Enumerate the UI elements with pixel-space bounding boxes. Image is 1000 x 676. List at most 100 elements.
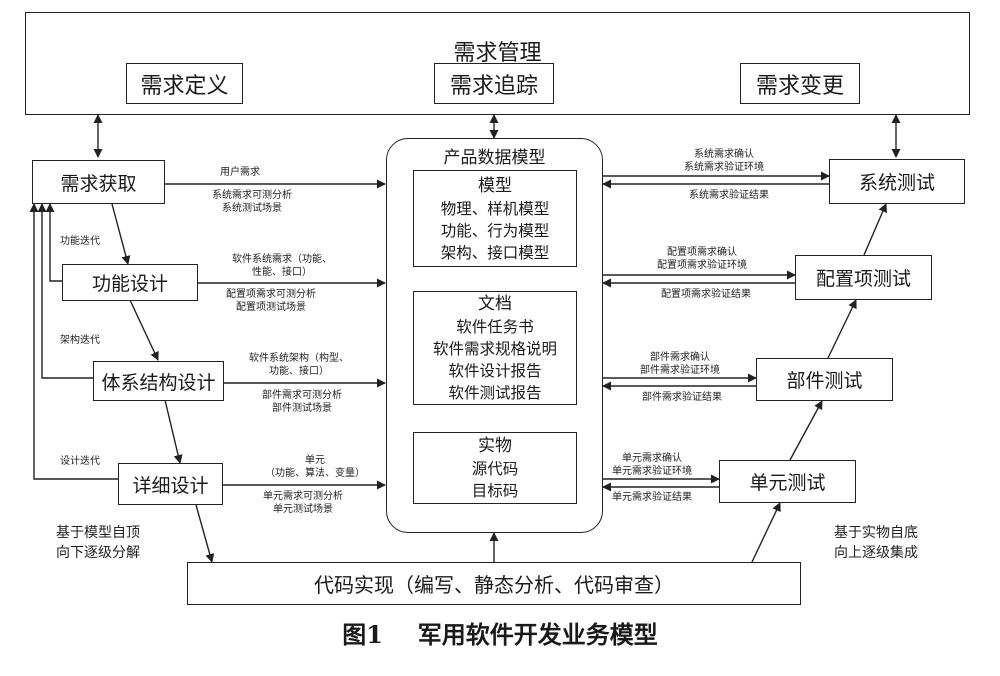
arrow-detail-code	[195, 504, 215, 563]
detail-design-label: 详细设计	[132, 474, 209, 497]
user-req-label: 用户需求	[220, 167, 260, 178]
sys-result-label: 系统需求验证结果	[689, 190, 769, 201]
model-line: 物理、样机模型	[440, 199, 550, 218]
figure-title: 军用软件开发业务模型	[417, 620, 658, 649]
part-req-analysis-label: 部件需求可测分析 部件测试场景	[262, 389, 342, 415]
docs-line: 软件需求规格说明	[432, 340, 557, 358]
func-iteration-label: 功能迭代	[60, 236, 100, 247]
req-management-title: 需求管理	[453, 41, 542, 66]
code-implementation-box: 代码实现（编写、静态分析、代码审查）	[187, 562, 801, 605]
sys-test-box: 系统测试	[829, 159, 965, 204]
cfg-confirm-line1: 配置项需求确认	[667, 247, 737, 258]
sw-sys-req-label: 软件系统需求（功能、 性能、接口）	[232, 253, 332, 279]
docs-box: 文档 软件任务书 软件需求规格说明 软件设计报告 软件测试报告	[413, 291, 577, 405]
arrow-func-arch	[129, 299, 159, 361]
sw-sys-req-line2: 性能、接口）	[252, 267, 312, 278]
right-note: 基于实物自底 向上逐级集成	[834, 523, 918, 563]
entity-box: 实物 源代码 目标码	[413, 432, 577, 504]
part-confirm-line2: 部件需求验证环境	[640, 365, 720, 376]
unit-confirm-line1: 单元需求确认	[622, 453, 682, 464]
req-tracking-box: 需求追踪	[434, 63, 554, 104]
func-design-label: 功能设计	[91, 273, 168, 295]
req-acquire-label: 需求获取	[60, 172, 137, 195]
unit-line2: （功能、算法、变量）	[265, 468, 365, 479]
docs-line: 软件任务书	[456, 318, 534, 336]
part-result-label: 部件需求验证结果	[642, 392, 722, 403]
sys-confirm-label: 系统需求确认 系统需求验证环境	[684, 148, 764, 174]
cfg-result-label: 配置项需求验证结果	[661, 289, 751, 300]
code-implementation-label: 代码实现（编写、静态分析、代码审查）	[314, 573, 674, 597]
unit-req-analysis-line1: 单元需求可测分析	[263, 491, 343, 502]
product-data-model-title: 产品数据模型	[443, 148, 546, 168]
left-note-line2: 向下逐级分解	[56, 545, 140, 561]
model-line: 架构、接口模型	[440, 243, 550, 262]
part-confirm-line1: 部件需求确认	[650, 352, 710, 363]
sys-confirm-line2: 系统需求验证环境	[684, 162, 764, 173]
model-box: 模型 物理、样机模型 功能、行为模型 架构、接口模型	[413, 170, 577, 267]
part-req-analysis-line2: 部件测试场景	[272, 403, 332, 414]
docs-title: 文档	[478, 294, 512, 314]
loop-design-iteration	[29, 203, 118, 480]
unit-line1: 单元	[305, 455, 325, 466]
cfg-req-analysis-label: 配置项需求可测分析 配置项测试场景	[226, 288, 316, 314]
arch-design-label: 体系结构设计	[101, 371, 216, 394]
arch-design-box: 体系结构设计	[93, 361, 224, 401]
req-definition-label: 需求定义	[140, 73, 229, 99]
right-note-line1: 基于实物自底	[834, 525, 918, 541]
sys-test-label: 系统测试	[858, 172, 935, 194]
unit-test-label: 单元测试	[749, 472, 826, 494]
unit-req-analysis-line2: 单元测试场景	[273, 504, 333, 515]
arch-iteration-label: 架构迭代	[60, 335, 100, 346]
cfg-req-analysis-line2: 配置项测试场景	[236, 302, 306, 313]
arrow-acquire-func	[111, 203, 131, 265]
unit-result-label: 单元需求验证结果	[612, 492, 692, 503]
loop-arch-iteration	[37, 203, 93, 379]
req-change-label: 需求变更	[755, 73, 844, 99]
design-iteration-label: 设计迭代	[60, 456, 100, 467]
right-note-line2: 向上逐级集成	[834, 545, 918, 561]
req-change-box: 需求变更	[740, 63, 860, 104]
sys-confirm-line1: 系统需求确认	[694, 149, 754, 160]
req-acquire-box: 需求获取	[32, 160, 165, 204]
arrow-cfgtest-systest	[863, 203, 887, 256]
part-test-box: 部件测试	[756, 358, 893, 401]
model-title: 模型	[478, 175, 512, 196]
unit-label: 单元 （功能、算法、变量）	[265, 454, 365, 480]
arrow-arch-detail	[164, 399, 183, 464]
sw-arch-label: 软件系统架构（构型、 功能、接口）	[249, 352, 349, 378]
unit-req-analysis-label: 单元需求可测分析 单元测试场景	[263, 490, 343, 516]
arrow-parttest-cfgtest	[827, 299, 857, 359]
sys-req-analysis-label: 系统需求可测分析 系统测试场景	[212, 189, 292, 215]
arrow-code-unittest	[751, 502, 781, 563]
unit-confirm-label: 单元需求确认 单元需求验证环境	[612, 452, 692, 478]
entity-line: 源代码	[471, 460, 519, 478]
sw-sys-req-line1: 软件系统需求（功能、	[232, 254, 332, 265]
func-design-box: 功能设计	[62, 264, 198, 301]
sw-arch-line2: 功能、接口）	[269, 366, 329, 377]
cfg-test-label: 配置项测试	[815, 268, 911, 290]
entity-title: 实物	[478, 436, 512, 456]
req-tracking-label: 需求追踪	[449, 73, 538, 99]
sw-arch-line1: 软件系统架构（构型、	[249, 353, 349, 364]
part-test-label: 部件测试	[786, 370, 863, 392]
figure-number: 图1	[342, 620, 383, 649]
req-definition-box: 需求定义	[126, 63, 243, 104]
detail-design-box: 详细设计	[118, 463, 223, 505]
part-confirm-label: 部件需求确认 部件需求验证环境	[640, 351, 720, 377]
cfg-req-analysis-line1: 配置项需求可测分析	[226, 289, 316, 300]
left-note: 基于模型自顶 向下逐级分解	[56, 523, 140, 563]
figure-caption: 图1 军用软件开发业务模型	[0, 615, 1000, 650]
part-req-analysis-line1: 部件需求可测分析	[262, 390, 342, 401]
left-note-line1: 基于模型自顶	[56, 525, 140, 541]
sys-req-analysis-line1: 系统需求可测分析	[212, 190, 292, 201]
cfg-confirm-label: 配置项需求确认 配置项需求验证环境	[657, 246, 747, 272]
sys-req-analysis-line2: 系统测试场景	[222, 203, 282, 214]
unit-confirm-line2: 单元需求验证环境	[612, 466, 692, 477]
model-line: 功能、行为模型	[440, 221, 550, 240]
unit-test-box: 单元测试	[719, 460, 856, 503]
entity-line: 目标码	[471, 482, 519, 500]
docs-line: 软件测试报告	[448, 384, 542, 402]
cfg-confirm-line2: 配置项需求验证环境	[657, 260, 747, 271]
cfg-test-box: 配置项测试	[795, 255, 932, 300]
